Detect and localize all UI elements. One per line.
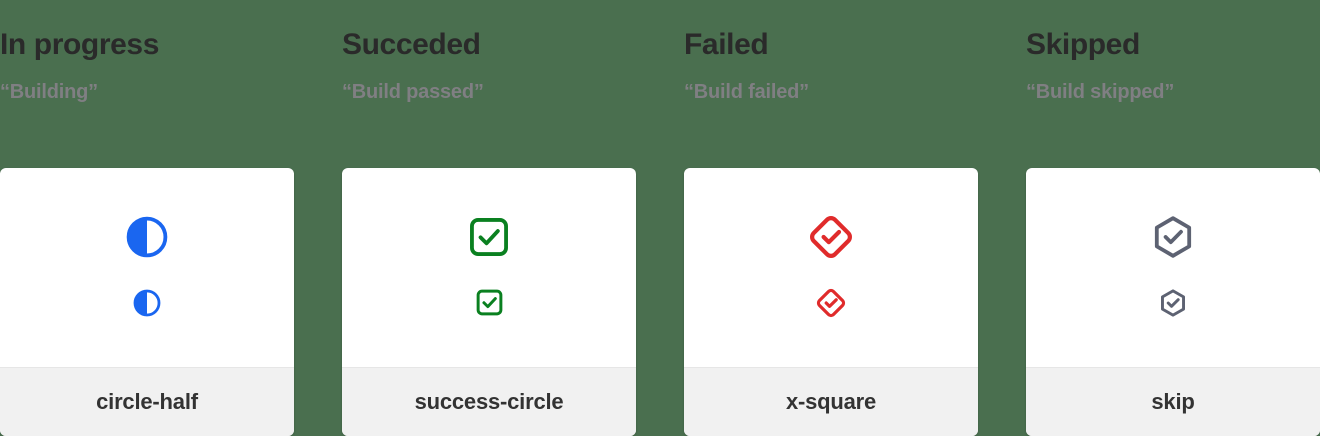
skip-icon-small [1157,287,1189,319]
column-subtitle: “Building” [0,81,98,103]
card-icon-preview [1026,168,1320,367]
column-subtitle: “Build failed” [684,81,809,103]
card-icon-preview [0,168,294,367]
icon-card-success-circle[interactable]: success-circle [342,168,636,436]
icon-card-x-square[interactable]: x-square [684,168,978,436]
success-circle-icon-small [473,287,505,319]
icon-card-circle-half[interactable]: circle-half [0,168,294,436]
icon-name-label: x-square [785,389,877,414]
circle-half-icon-small [131,287,163,319]
column-title: Failed [684,28,769,61]
x-square-icon-small [815,287,847,319]
column-subtitle: “Build skipped” [1026,81,1175,103]
icon-name-label: circle-half [96,389,198,414]
column-header-succeded: Succeded “Build passed” [342,0,636,168]
success-circle-icon [465,213,513,261]
icon-card-skip[interactable]: skip [1026,168,1320,436]
column-title: In progress [0,28,159,61]
circle-half-icon [123,213,171,261]
card-icon-preview [684,168,978,367]
card-footer: success-circle [342,367,636,436]
card-icon-preview [342,168,636,367]
column-header-in-progress: In progress “Building” [0,0,294,168]
card-footer: circle-half [0,367,294,436]
column-subtitle: “Build passed” [342,81,484,103]
icon-name-label: skip [1151,389,1195,414]
skip-icon [1149,213,1197,261]
column-title: Succeded [342,28,481,61]
card-footer: skip [1026,367,1320,436]
x-square-icon [807,213,855,261]
column-header-failed: Failed “Build failed” [684,0,978,168]
column-header-skipped: Skipped “Build skipped” [1026,0,1320,168]
card-footer: x-square [684,367,978,436]
icon-name-label: success-circle [414,389,564,414]
column-title: Skipped [1026,28,1140,61]
